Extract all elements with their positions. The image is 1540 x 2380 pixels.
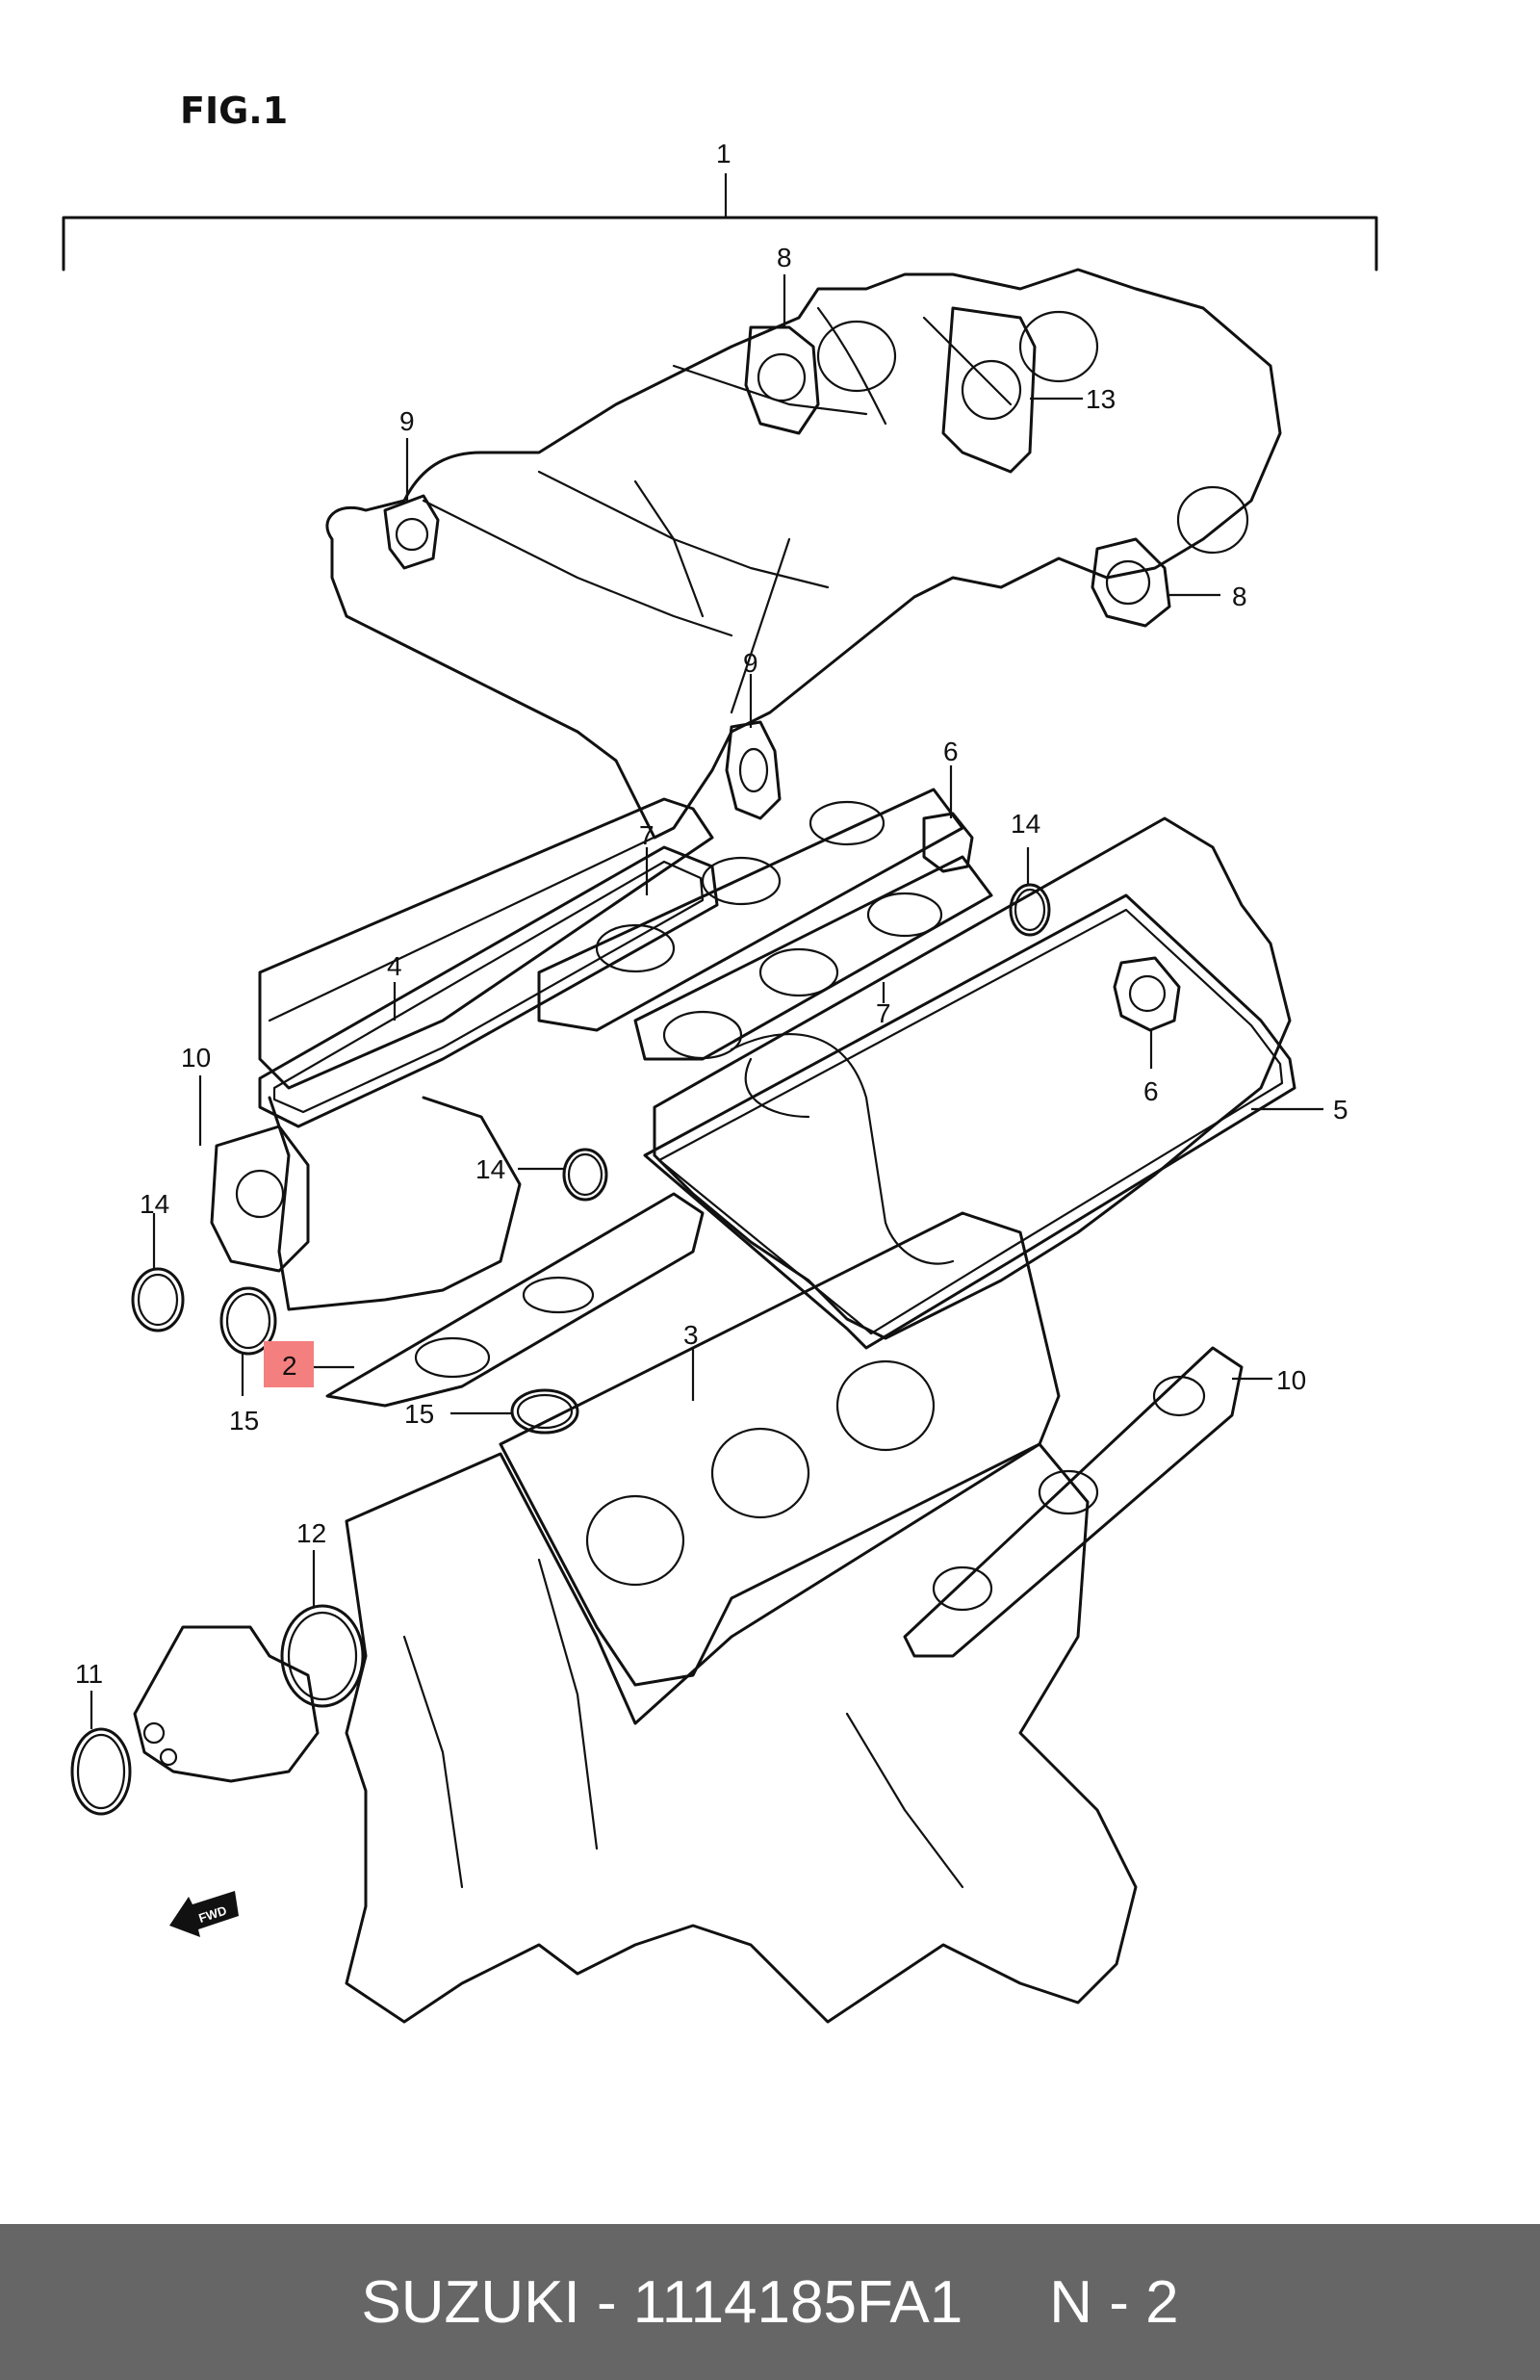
callout-2-highlight bbox=[264, 1341, 314, 1387]
engine-block bbox=[345, 1442, 1138, 2024]
figure-title: FIG.1 bbox=[180, 90, 288, 132]
o-ring-11 bbox=[70, 1727, 132, 1816]
intake-gasket-7 bbox=[537, 788, 993, 1061]
callout-14c: 14 bbox=[140, 1189, 169, 1219]
o-ring-12 bbox=[280, 1604, 365, 1708]
callout-5: 5 bbox=[1333, 1095, 1348, 1125]
callout-labels: 1 2 3 4 5 6 6 7 7 8 8 9 9 10 10 11 12 13… bbox=[75, 139, 1348, 1689]
throttle-gasket bbox=[941, 306, 1037, 474]
flange-gasket-8 bbox=[744, 325, 1171, 628]
callout-8b: 8 bbox=[1232, 582, 1247, 611]
leader-lines bbox=[90, 274, 1323, 1729]
footer-position: N - 2 bbox=[1049, 2268, 1179, 2336]
callout-8a: 8 bbox=[777, 243, 792, 272]
callout-10b: 10 bbox=[1276, 1365, 1306, 1395]
callout-4: 4 bbox=[387, 951, 402, 981]
callout-7b: 7 bbox=[876, 998, 891, 1028]
water-pump bbox=[133, 1625, 320, 1783]
exploded-parts-diagram: FIG.1 bbox=[62, 90, 1378, 2024]
o-ring-15-middle bbox=[510, 1388, 579, 1435]
footer-bar: SUZUKI - 1114185FA1 N - 2 bbox=[0, 2224, 1540, 2380]
callout-13: 13 bbox=[1086, 384, 1116, 414]
gasket-2 bbox=[325, 1192, 705, 1408]
callout-1: 1 bbox=[716, 139, 732, 168]
callout-15b: 15 bbox=[404, 1399, 434, 1429]
flange-gasket-6 bbox=[922, 812, 1181, 1032]
callout-7a: 7 bbox=[639, 820, 654, 850]
kit-bracket bbox=[62, 173, 1378, 272]
intake-manifold bbox=[325, 268, 1282, 840]
head-gasket-3 bbox=[499, 1211, 1061, 1687]
footer-part-number: SUZUKI - 1114185FA1 bbox=[361, 2268, 963, 2336]
fwd-arrow-icon: FWD bbox=[169, 1891, 239, 1937]
callout-9b: 9 bbox=[743, 648, 758, 678]
o-ring-14-left bbox=[131, 1267, 185, 1332]
left-cylinder-head bbox=[258, 797, 714, 1311]
callout-12: 12 bbox=[296, 1518, 326, 1548]
callout-14a: 14 bbox=[1011, 809, 1040, 839]
exhaust-gasket-10-left bbox=[210, 1125, 310, 1273]
callout-11: 11 bbox=[75, 1659, 103, 1689]
cover-gasket-5 bbox=[643, 893, 1296, 1350]
callout-6b: 6 bbox=[1143, 1076, 1159, 1106]
callout-14b: 14 bbox=[475, 1154, 505, 1184]
o-ring-14-middle bbox=[562, 1148, 608, 1202]
exhaust-gasket-10-right bbox=[903, 1346, 1244, 1658]
callout-15a: 15 bbox=[229, 1406, 259, 1436]
callout-9a: 9 bbox=[399, 406, 415, 436]
o-ring-14-upper bbox=[1009, 883, 1051, 937]
cover-gasket-4 bbox=[258, 845, 719, 1128]
callout-2: 2 bbox=[282, 1351, 297, 1381]
callout-10a: 10 bbox=[181, 1043, 211, 1073]
callout-6a: 6 bbox=[943, 737, 959, 766]
o-ring-15-left bbox=[219, 1286, 277, 1356]
right-cylinder-head bbox=[653, 816, 1292, 1340]
callout-3: 3 bbox=[683, 1320, 699, 1350]
flange-gasket-9 bbox=[383, 494, 782, 820]
